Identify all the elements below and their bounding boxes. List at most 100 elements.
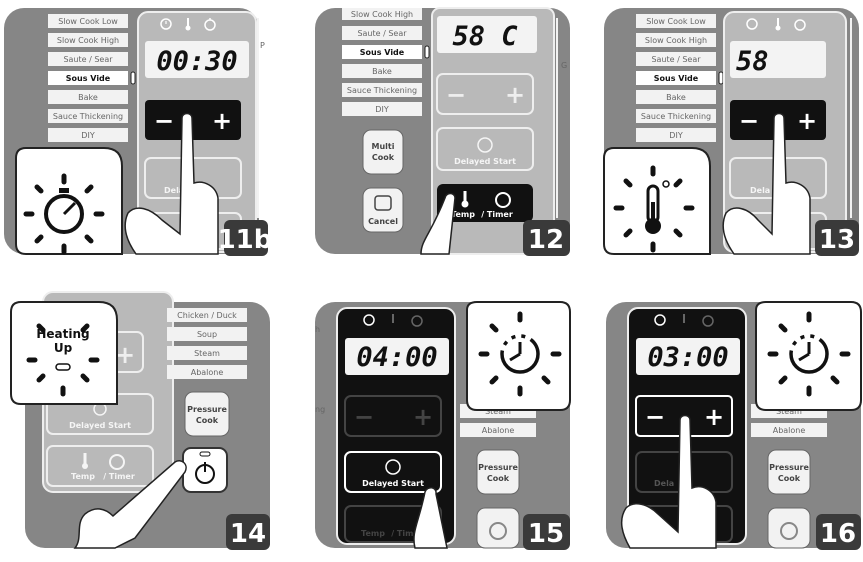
lcd-display [636,338,740,375]
pressure-label: Pressure [478,463,518,472]
step-badge [224,220,268,256]
clock-icon [654,314,666,326]
delay-timer-bubble [466,301,571,411]
stopwatch-icon [44,194,84,234]
menu-bake[interactable]: Bake [666,93,686,102]
pressure-cook-button[interactable] [476,449,520,495]
side-mark-g: G [561,61,567,70]
menu-steam[interactable]: Steam [194,349,220,358]
plus-button[interactable]: + [797,107,817,135]
delayed-clock-icon [500,334,540,374]
program-menu: Slow Cook Low Slow Cook High Saute / Sea… [48,14,136,142]
menu-diy[interactable]: DIY [375,105,389,114]
minus-button[interactable]: − [354,403,374,431]
lcd-readout: 03:00 [647,342,728,373]
timer-icon [794,19,806,31]
menu-sauce-thickening[interactable]: Sauce Thickening [347,86,417,95]
cancel-label: Cancel [368,217,398,226]
side-mark-ng: ng [315,405,325,414]
step-badge [815,220,859,256]
menu-sous-vide[interactable]: Sous Vide [66,74,111,83]
menu-slow-cook-low[interactable]: Slow Cook Low [646,17,706,26]
menu-steam[interactable]: Steam [485,407,511,416]
step-number: 13 [819,225,855,255]
plus-button[interactable]: + [505,81,525,109]
timer-icon [411,315,423,327]
steam-icon [374,195,392,211]
menu-slow-cook-high[interactable]: Slow Cook High [57,36,119,45]
status-icons [160,18,216,31]
temp-timer-button[interactable] [437,184,533,222]
step-badge [816,514,861,550]
step-badge [523,514,570,550]
lcd-display [730,41,826,78]
menu-abalone[interactable]: Abalone [482,426,515,435]
pressure-cook-label: Cook [487,474,510,483]
plus-button[interactable]: + [413,403,433,431]
multi-label: Multi [372,142,395,151]
temp-timer-button[interactable] [46,445,154,487]
menu-sauce-thickening[interactable]: Sauce Thickening [53,112,123,121]
pointing-finger [420,192,456,255]
clock-icon [160,18,172,30]
power-icon [780,522,798,540]
minus-button[interactable]: − [645,403,665,431]
menu-sous-vide[interactable]: Sous Vide [360,48,405,57]
timer-label: / Timer [391,529,423,538]
minus-button[interactable]: − [446,81,466,109]
step-badge [226,514,270,550]
menu-diy[interactable]: DIY [81,131,95,140]
side-mark-p: P [260,41,265,50]
clock-icon [385,459,401,475]
lcd-display [345,338,449,375]
menu-slow-cook-low[interactable]: Slow Cook Low [58,17,118,26]
menu-soup[interactable]: Soup [197,330,217,339]
adjust-buttons [436,73,534,115]
delayed-start-label: Dela [750,186,770,195]
menu-slow-cook-high[interactable]: Slow Cook High [351,10,413,19]
pointing-finger [124,112,219,255]
menu-sauce-thickening[interactable]: Sauce Thickening [641,112,711,121]
pressure-cook-button[interactable] [184,391,230,437]
delayed-start-button[interactable] [344,451,442,493]
menu-abalone[interactable]: Abalone [773,426,806,435]
menu-bake[interactable]: Bake [78,93,98,102]
pressure-label: Pressure [769,463,809,472]
program-menu: Slow Cook Low Slow Cook High Saute / Sea… [636,14,724,142]
delayed-start-label: Delayed Start [362,479,424,488]
menu-abalone[interactable]: Abalone [191,368,224,377]
indicator-icon [55,363,71,371]
menu-saute-sear[interactable]: Saute / Sear [63,55,113,64]
timer-label: / Timer [481,210,513,219]
plus-button[interactable]: + [115,341,135,369]
step-16-panel: 03:00 − + Dela Steam Abalone Pressure Co… [606,301,862,550]
menu-sous-vide[interactable]: Sous Vide [654,74,699,83]
start-button[interactable] [767,507,811,549]
multi-cook-button[interactable] [362,129,404,175]
minus-button[interactable]: − [154,107,174,135]
menu-slow-cook-high[interactable]: Slow Cook High [645,36,707,45]
pressure-cook-button[interactable] [767,449,811,495]
menu-bake[interactable]: Bake [372,67,392,76]
side-mark-h: h [315,325,320,334]
menu-saute-sear[interactable]: Saute / Sear [651,55,701,64]
minus-button[interactable]: − [739,107,759,135]
plus-button[interactable]: + [212,107,232,135]
lcd-display [145,41,249,78]
clock-icon [477,137,493,153]
menu-chicken-duck[interactable]: Chicken / Duck [177,311,237,320]
lcd-readout: 00:30 [156,46,237,77]
status-icons [746,18,806,31]
up-label: Up [54,341,73,355]
pressure-cook-label: Cook [778,474,801,483]
menu-diy[interactable]: DIY [669,131,683,140]
delayed-start-label: Dela [654,479,674,488]
pointing-finger [73,460,187,549]
pointing-finger [620,414,717,549]
menu-saute-sear[interactable]: Saute / Sear [357,29,407,38]
temperature-bubble [603,147,711,255]
start-button[interactable] [476,507,520,549]
plus-button[interactable]: + [704,403,724,431]
delayed-start-button[interactable] [436,127,534,171]
menu-steam[interactable]: Steam [776,407,802,416]
